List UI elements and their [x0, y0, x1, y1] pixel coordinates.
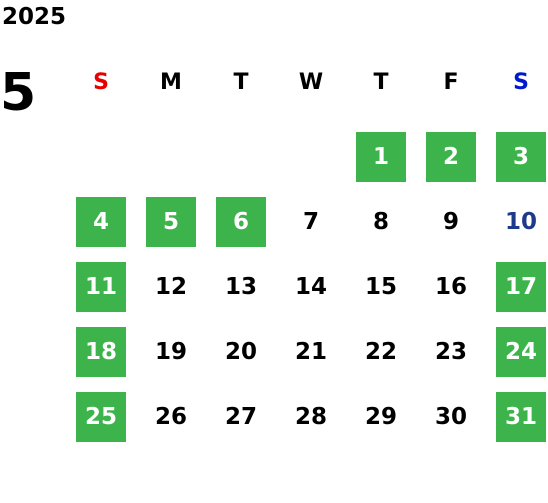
year-label: 2025	[2, 4, 67, 30]
weekday-thursday: T	[373, 69, 389, 95]
day-number: 14	[294, 273, 327, 300]
weekday-monday: M	[160, 69, 182, 95]
day-number: 8	[372, 208, 389, 235]
day-number: 4	[76, 196, 126, 247]
day-number: 11	[76, 261, 126, 312]
day-cell[interactable]: 11	[66, 254, 136, 319]
day-number: 17	[496, 261, 546, 312]
day-cell[interactable]: 15	[346, 254, 416, 319]
day-cell	[136, 124, 206, 189]
day-cell[interactable]: 7	[276, 189, 346, 254]
day-cell[interactable]: 19	[136, 319, 206, 384]
day-cell[interactable]: 25	[66, 384, 136, 449]
day-number: 25	[76, 391, 126, 442]
day-number: 12	[154, 273, 187, 300]
day-number: 7	[302, 208, 319, 235]
day-cell	[276, 124, 346, 189]
day-number: 6	[216, 196, 266, 247]
day-cell[interactable]: 6	[206, 189, 276, 254]
day-cell[interactable]: 23	[416, 319, 486, 384]
day-number: 19	[154, 338, 187, 365]
day-cell	[206, 124, 276, 189]
day-cell[interactable]: 28	[276, 384, 346, 449]
day-cell[interactable]: 22	[346, 319, 416, 384]
weekday-wednesday: W	[298, 69, 324, 95]
day-number: 26	[154, 403, 187, 430]
month-number: 5	[0, 63, 37, 123]
day-cell[interactable]: 29	[346, 384, 416, 449]
day-cell[interactable]: 30	[416, 384, 486, 449]
day-number: 15	[364, 273, 397, 300]
day-number: 20	[224, 338, 257, 365]
day-number: 22	[364, 338, 397, 365]
weekday-friday: F	[443, 69, 459, 95]
day-cell	[66, 124, 136, 189]
day-cell[interactable]: 8	[346, 189, 416, 254]
day-cell[interactable]: 17	[486, 254, 548, 319]
day-cell[interactable]: 10	[486, 189, 548, 254]
day-cell[interactable]: 12	[136, 254, 206, 319]
day-number: 23	[434, 338, 467, 365]
day-cell[interactable]: 4	[66, 189, 136, 254]
day-cell[interactable]: 31	[486, 384, 548, 449]
day-cell[interactable]: 16	[416, 254, 486, 319]
day-cell[interactable]: 2	[416, 124, 486, 189]
day-number: 1	[356, 131, 406, 182]
day-cell[interactable]: 5	[136, 189, 206, 254]
day-cell[interactable]: 26	[136, 384, 206, 449]
day-cell[interactable]: 21	[276, 319, 346, 384]
day-number: 16	[434, 273, 467, 300]
day-number: 3	[496, 131, 546, 182]
day-number: 10	[504, 208, 537, 235]
day-cell[interactable]: 27	[206, 384, 276, 449]
day-cell[interactable]: 24	[486, 319, 548, 384]
weekday-tuesday: T	[233, 69, 249, 95]
day-number: 9	[442, 208, 459, 235]
day-number: 28	[294, 403, 327, 430]
day-number: 29	[364, 403, 397, 430]
weekday-saturday: S	[513, 69, 529, 95]
day-number: 2	[426, 131, 476, 182]
day-cell[interactable]: 14	[276, 254, 346, 319]
day-number: 30	[434, 403, 467, 430]
day-number: 31	[496, 391, 546, 442]
day-cell[interactable]: 9	[416, 189, 486, 254]
day-cell[interactable]: 3	[486, 124, 548, 189]
day-number: 18	[76, 326, 126, 377]
day-cell[interactable]: 18	[66, 319, 136, 384]
day-number: 24	[496, 326, 546, 377]
day-number: 5	[146, 196, 196, 247]
day-cell[interactable]: 20	[206, 319, 276, 384]
weekday-sunday: S	[93, 69, 109, 95]
day-number: 27	[224, 403, 257, 430]
day-cell[interactable]: 1	[346, 124, 416, 189]
day-number: 13	[224, 273, 257, 300]
day-number: 21	[294, 338, 327, 365]
day-cell[interactable]: 13	[206, 254, 276, 319]
